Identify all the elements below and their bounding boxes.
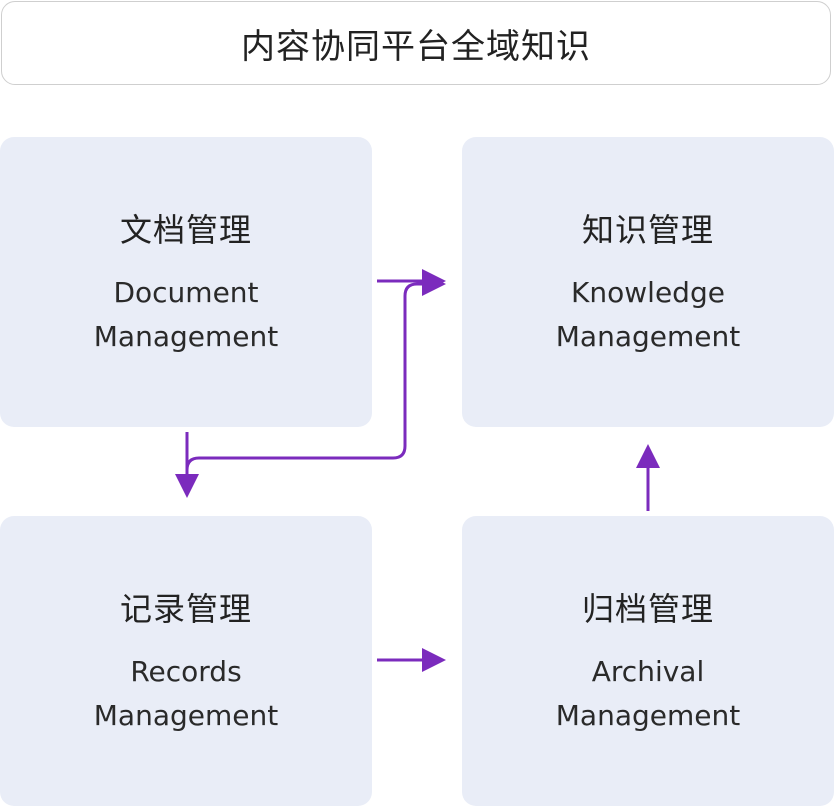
archival-management-node: 归档管理 Archival Management xyxy=(462,516,834,806)
diagram-title-box: 内容协同平台全域知识 xyxy=(1,1,831,85)
archival-management-en-line1: Archival xyxy=(591,655,705,688)
document-management-en-line2: Management xyxy=(93,320,279,353)
records-management-zh-label: 记录管理 xyxy=(119,590,252,628)
document-management-en-line1: Document xyxy=(113,276,259,309)
document-management-zh-label: 文档管理 xyxy=(119,211,252,249)
document-management-node: 文档管理 Document Management xyxy=(0,137,372,427)
knowledge-management-en-line2: Management xyxy=(555,320,741,353)
records-management-en-line1: Records xyxy=(130,655,242,688)
knowledge-management-node: 知识管理 Knowledge Management xyxy=(462,137,834,427)
records-management-en-line2: Management xyxy=(93,699,279,732)
knowledge-management-zh-label: 知识管理 xyxy=(581,211,714,249)
archival-management-en-line2: Management xyxy=(555,699,741,732)
knowledge-management-en-line1: Knowledge xyxy=(571,276,725,309)
records-management-node: 记录管理 Records Management xyxy=(0,516,372,806)
diagram-title: 内容协同平台全域知识 xyxy=(241,26,591,67)
archival-management-zh-label: 归档管理 xyxy=(581,590,714,628)
